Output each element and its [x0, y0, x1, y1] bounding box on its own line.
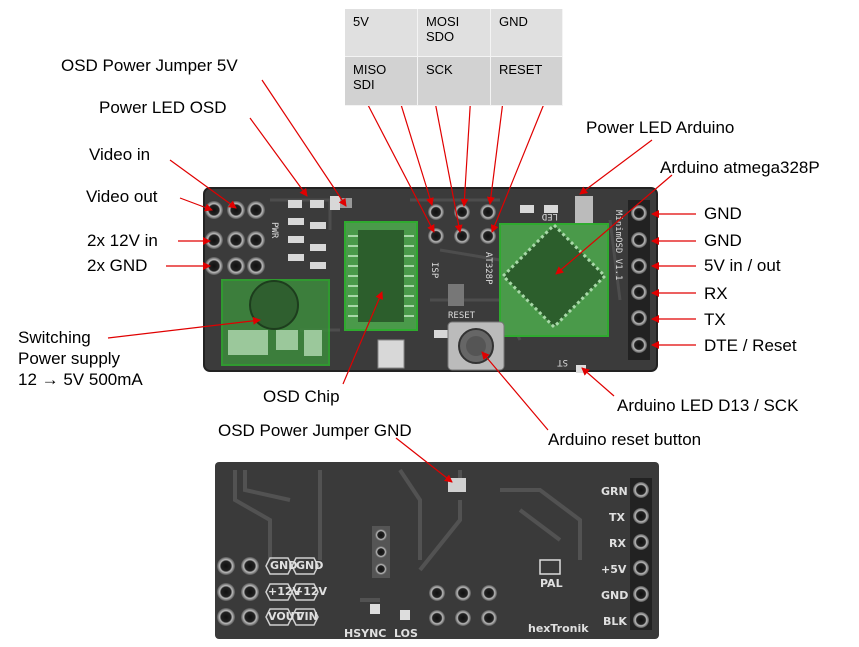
isp-header: [428, 204, 496, 244]
pal-pad: [539, 559, 561, 575]
atmega-chip: [500, 222, 608, 330]
silk-left-pin-3: +12V: [268, 585, 302, 598]
arrow-isp-miso: [367, 104, 435, 233]
silk-mcu: AT328P: [483, 252, 493, 285]
reset-button-part: [447, 321, 505, 371]
label-osd-chip: OSD Chip: [263, 387, 340, 406]
silk-right-pin-5: GND: [601, 589, 628, 602]
silk-brand: hexTronik: [528, 622, 589, 635]
silk-los: LOS: [394, 627, 418, 640]
silk-right-pin-3: RX: [609, 537, 626, 550]
silk-hsync: HSYNC: [344, 627, 386, 640]
silk-left-pin-6: VIN: [296, 610, 318, 623]
arrow-switching-psu: [107, 316, 261, 339]
label-video-out: Video out: [86, 187, 158, 206]
arrow-reset-button: [481, 351, 549, 431]
isp-cell-miso: MISO SDI: [345, 57, 418, 106]
label-switching-psu: Switching Power supply 12 → 5V 500mA: [18, 328, 143, 389]
silk-isp: ISP: [429, 262, 439, 279]
arrow-isp-reset: [490, 93, 549, 233]
silk-left-pin-4: +12V: [294, 585, 328, 598]
arrow-arduino-atmega: [555, 174, 673, 275]
arrow-video-in: [169, 159, 237, 209]
isp-cell-sck: SCK: [418, 57, 491, 106]
arrow-power-led-osd: [249, 117, 308, 197]
arrow-power-jumper-gnd: [395, 437, 453, 483]
label-tx: TX: [704, 310, 726, 329]
isp-cell-5v: 5V: [345, 9, 418, 57]
arrow-osd-chip: [342, 291, 383, 385]
label-rx: RX: [704, 284, 728, 303]
bottom-right-pins: [630, 478, 652, 630]
silk-board-name: MinimOSD V1.1: [613, 210, 623, 280]
silk-right-pin-4: +5V: [601, 563, 627, 576]
silk-right-pin-6: BLK: [603, 615, 627, 628]
isp-cell-gnd: GND: [491, 9, 563, 57]
bottom-left-pads: [265, 557, 319, 626]
silk-right-pin-1: GRN: [601, 485, 628, 498]
bottom-left-pins: [217, 557, 259, 626]
label-2x-gnd: 2x GND: [87, 256, 148, 275]
inductor: [249, 280, 299, 330]
osd-chip: [358, 230, 404, 322]
arrow-isp-sck: [431, 85, 463, 233]
gnd-jumper-pad: [448, 478, 466, 492]
arrow-power-jumper-5v: [261, 79, 347, 207]
silk-pwr: PWR: [269, 222, 279, 239]
top-board: MinimOSD V1.1 ISP AT328P PWR LED RESET S…: [203, 187, 658, 373]
right-header: [628, 200, 650, 360]
label-5v-in-out: 5V in / out: [704, 256, 781, 275]
annotation-arrows: [107, 29, 696, 483]
label-osd-power-jumper-5v: OSD Power Jumper 5V: [61, 56, 238, 75]
label-power-led-osd: Power LED OSD: [99, 98, 227, 117]
label-osd-power-jumper-gnd: OSD Power Jumper GND: [218, 421, 412, 440]
arrow-power-led-arduino: [579, 139, 653, 195]
label-arduino-reset-button: Arduino reset button: [548, 430, 702, 449]
silk-left-pin-2: GND: [296, 559, 323, 572]
silk-led: LED: [542, 211, 558, 221]
left-header: [205, 201, 265, 275]
arrow-arduino-led: [581, 367, 615, 397]
bottom-board: GND GND +12V +12V VOUT VIN PAL HSYNC LOS…: [215, 462, 659, 640]
label-dte-reset: DTE / Reset: [704, 336, 797, 355]
label-gnd-1: GND: [704, 204, 742, 223]
silk-reset: RESET: [448, 311, 476, 321]
arrow-video-out: [179, 197, 213, 212]
label-gnd-2: GND: [704, 231, 742, 250]
silk-st: ST: [557, 357, 568, 367]
label-12v-in: 2x 12V in: [87, 231, 158, 250]
silk-left-pin-1: GND: [270, 559, 297, 572]
bottom-center-pins: [372, 526, 497, 626]
silk-right-pin-2: TX: [609, 511, 626, 524]
label-arduino-led: Arduino LED D13 / SCK: [617, 396, 799, 415]
isp-cell-mosi: MOSI SDO: [418, 9, 491, 57]
label-video-in: Video in: [89, 145, 151, 164]
silk-pal: PAL: [540, 577, 563, 590]
label-arduino-atmega: Arduino atmega328P: [660, 158, 820, 177]
silk-left-pin-5: VOUT: [268, 610, 303, 623]
label-power-led-arduino: Power LED Arduino: [586, 118, 735, 137]
isp-pinout-table: 5V MOSI SDO GND MISO SDI SCK RESET: [345, 9, 563, 106]
isp-cell-reset: RESET: [491, 57, 563, 106]
